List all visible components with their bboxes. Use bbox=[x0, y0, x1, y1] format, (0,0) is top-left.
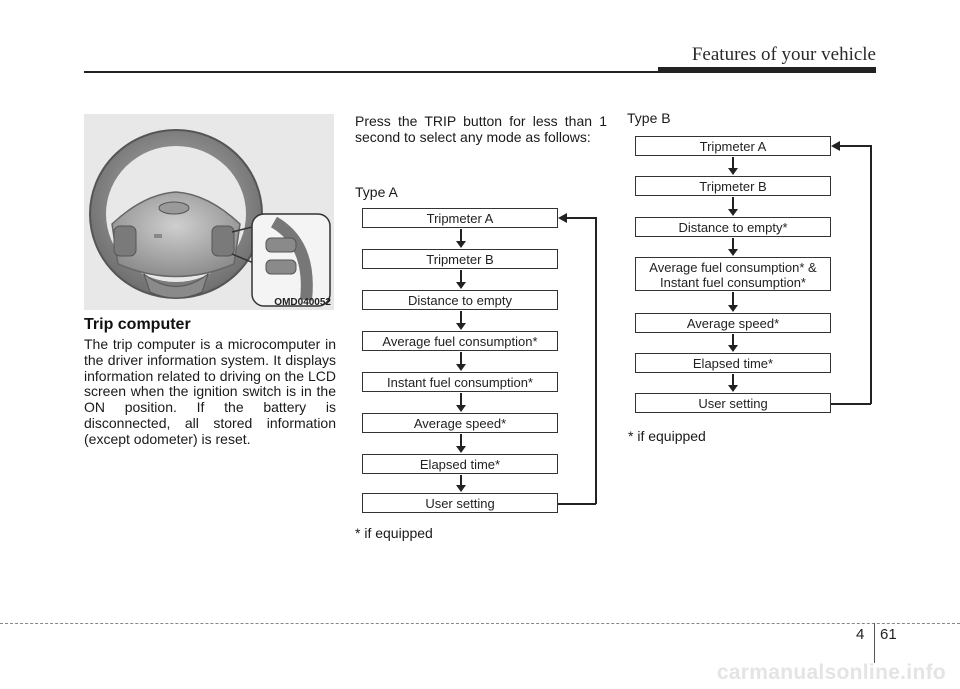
loop-line bbox=[595, 217, 597, 504]
type-a-step-elapsed-time: Elapsed time* bbox=[362, 454, 558, 474]
page-number: 61 bbox=[880, 626, 897, 643]
header-rule bbox=[84, 71, 658, 73]
intro-text: Press the TRIP button for less than 1 se… bbox=[355, 113, 607, 145]
section-body: The trip computer is a microcomputer in … bbox=[84, 336, 336, 447]
section-title: Trip computer bbox=[84, 316, 191, 333]
type-b-label: Type B bbox=[627, 110, 671, 126]
type-a-step-user-setting: User setting bbox=[362, 493, 558, 513]
type-b-step-elapsed-time: Elapsed time* bbox=[635, 353, 831, 373]
loop-line bbox=[558, 503, 596, 505]
type-b-step-tripmeter-a: Tripmeter A bbox=[635, 136, 831, 156]
loop-line bbox=[839, 145, 871, 147]
type-a-footnote: * if equipped bbox=[355, 525, 433, 541]
loop-arrow-head bbox=[831, 141, 840, 151]
loop-line bbox=[831, 403, 871, 405]
type-b-step-user-setting: User setting bbox=[635, 393, 831, 413]
type-a-label: Type A bbox=[355, 184, 398, 200]
type-a-step-distance-to-empty: Distance to empty bbox=[362, 290, 558, 310]
type-a-step-instant-fuel: Instant fuel consumption* bbox=[362, 372, 558, 392]
loop-line bbox=[566, 217, 596, 219]
page-number-separator bbox=[874, 623, 875, 663]
steering-wheel-illustration bbox=[89, 129, 331, 307]
type-a-step-average-speed: Average speed* bbox=[362, 413, 558, 433]
type-a-step-average-fuel: Average fuel consumption* bbox=[362, 331, 558, 351]
type-b-step-average-speed: Average speed* bbox=[635, 313, 831, 333]
loop-arrow-head bbox=[558, 213, 567, 223]
chapter-number: 4 bbox=[856, 626, 865, 643]
loop-line bbox=[870, 145, 872, 404]
type-b-step-fuel-consumption: Average fuel consumption* & Instant fuel… bbox=[635, 257, 831, 291]
steering-wheel-figure: OMD040052 bbox=[84, 114, 334, 310]
figure-caption: OMD040052 bbox=[274, 297, 331, 308]
type-b-step-tripmeter-b: Tripmeter B bbox=[635, 176, 831, 196]
header-title: Features of your vehicle bbox=[691, 44, 876, 65]
type-b-step-distance-to-empty: Distance to empty* bbox=[635, 217, 831, 237]
footer-rule bbox=[0, 623, 960, 624]
type-a-step-tripmeter-a: Tripmeter A bbox=[362, 208, 558, 228]
type-a-step-tripmeter-b: Tripmeter B bbox=[362, 249, 558, 269]
watermark: carmanualsonline.info bbox=[716, 661, 946, 684]
type-b-footnote: * if equipped bbox=[628, 428, 706, 444]
header-rule-accent bbox=[658, 67, 876, 73]
